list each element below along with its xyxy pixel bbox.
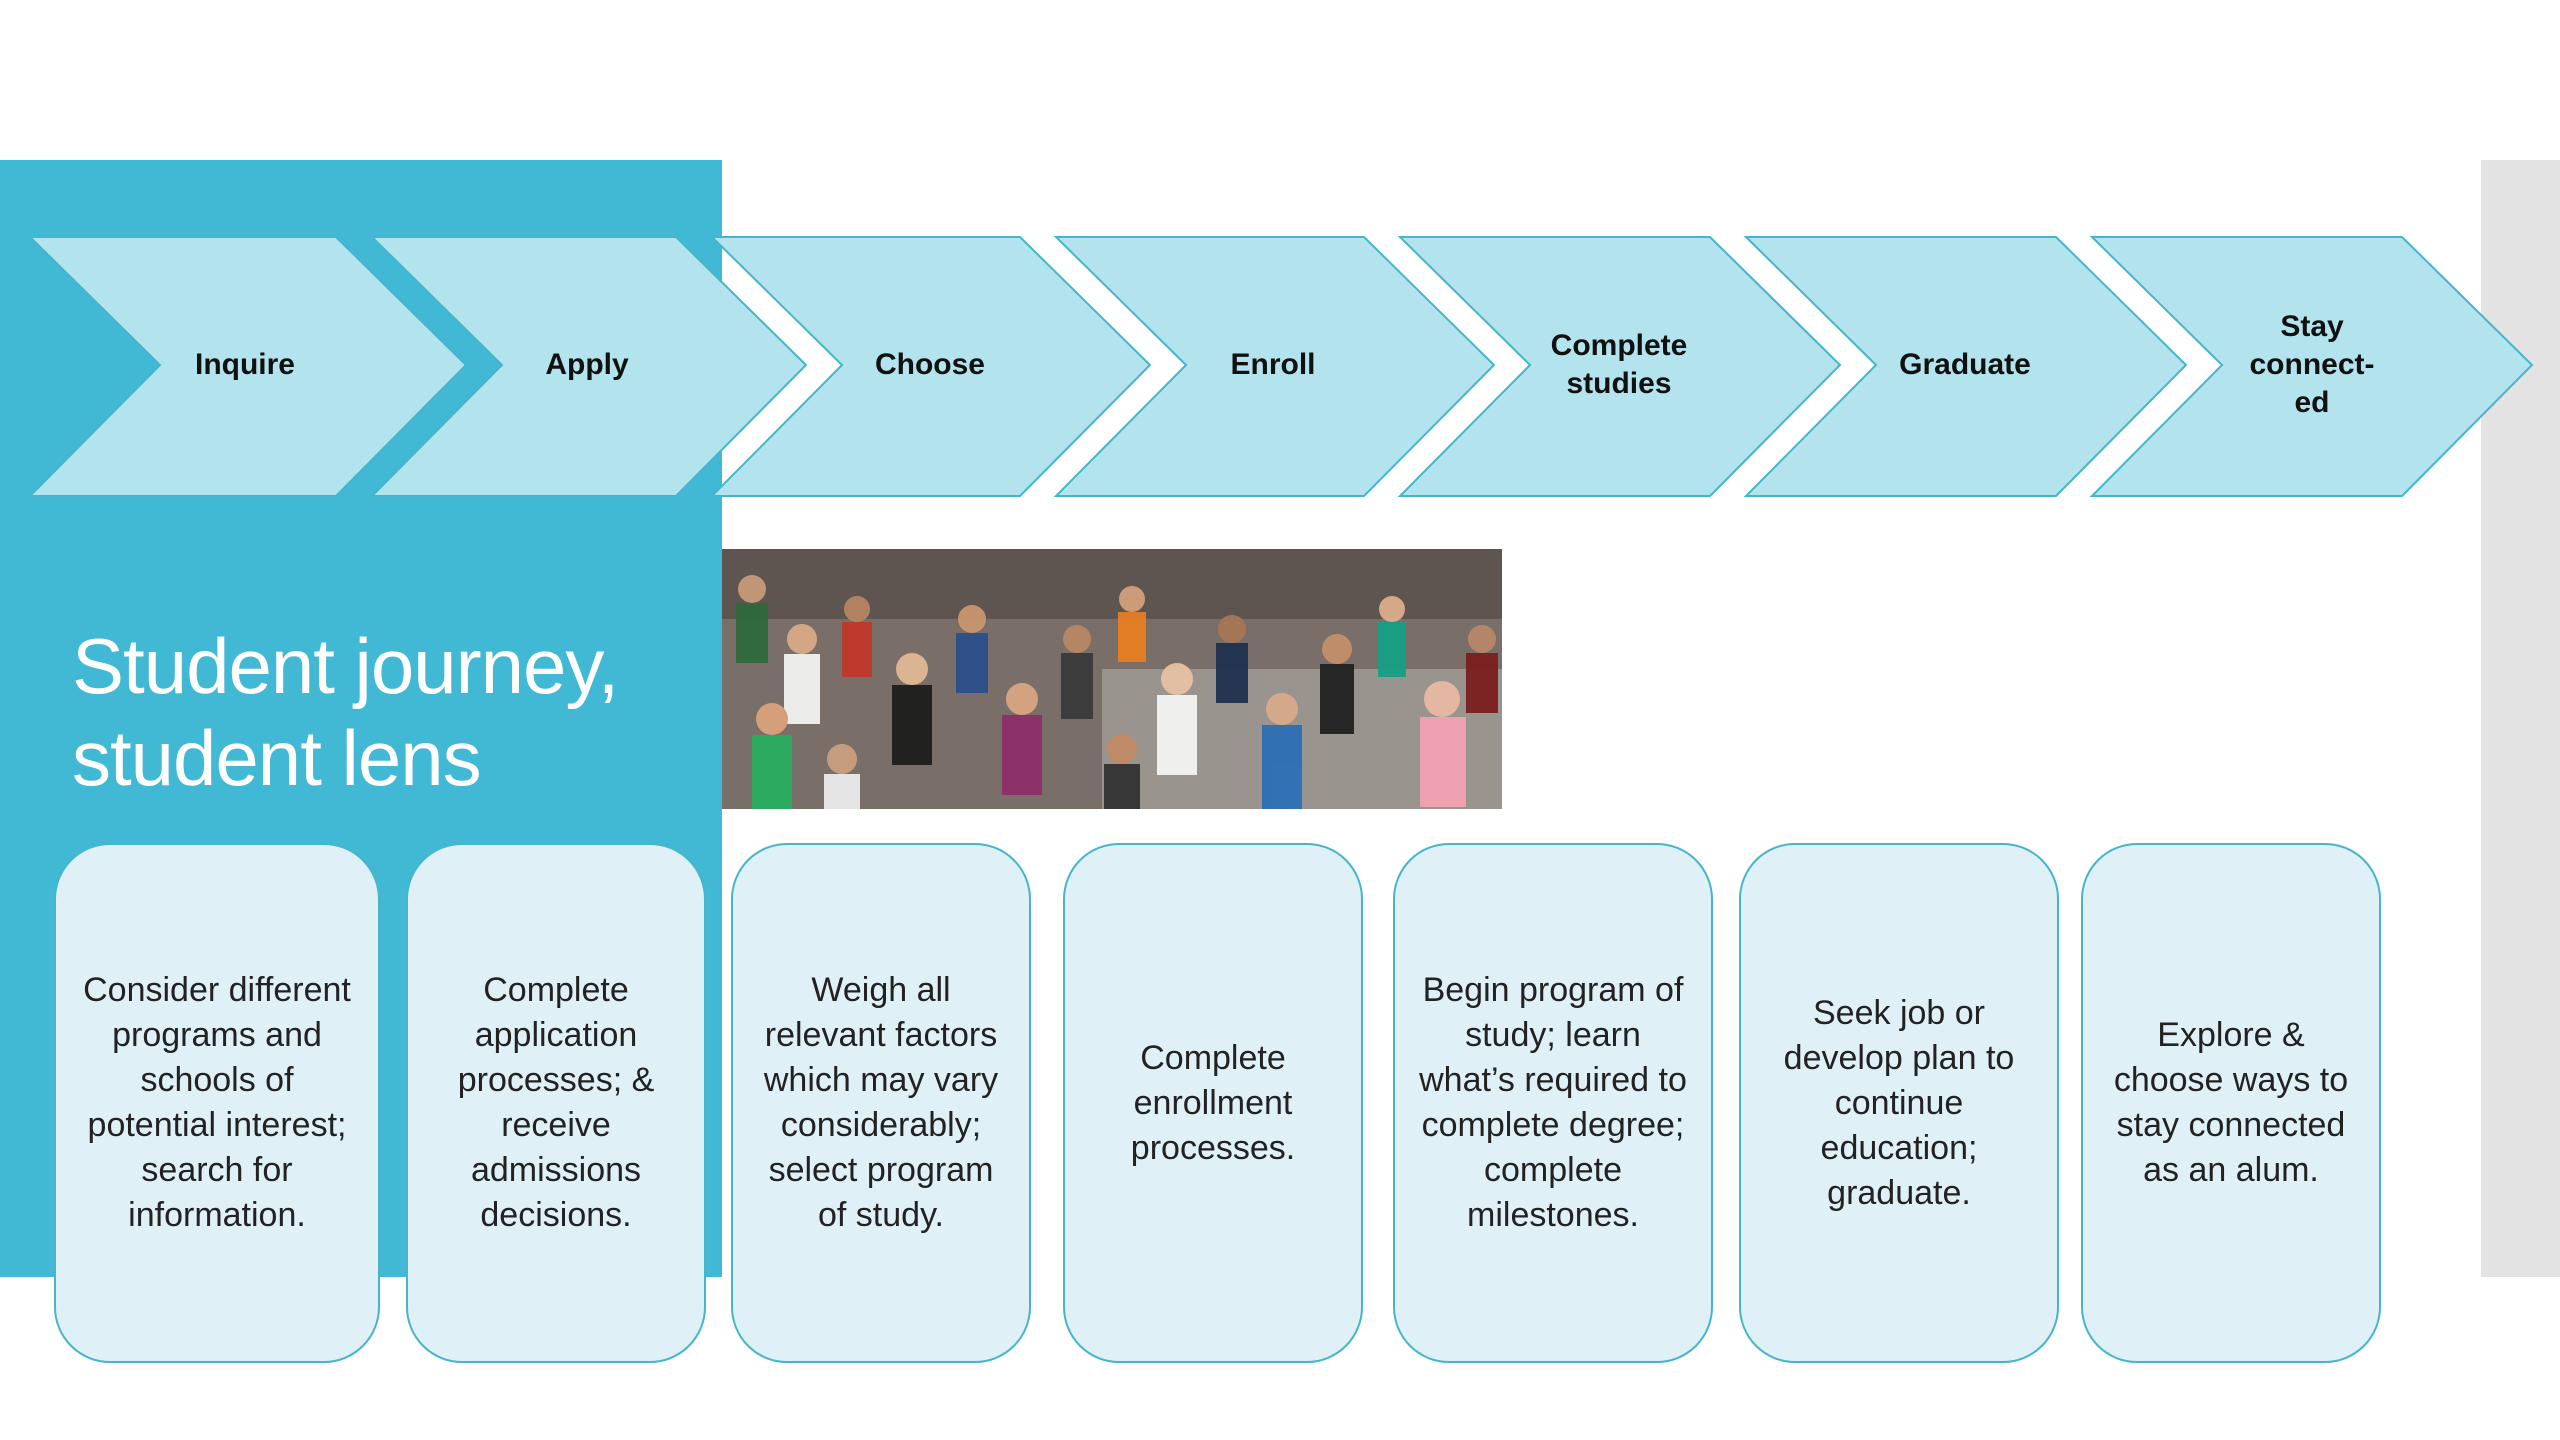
chevron-enroll [1053,236,1496,497]
stage-description: Complete enrollment processes. [1130,1038,1296,1167]
stage-description: Weigh all relevant factors which may var… [763,971,999,1234]
stage-label: Choose [874,348,985,381]
chevron-complete-studies [1397,236,1842,497]
slide-title-line2: student lens [72,714,482,802]
stage-label: Inquire [194,348,295,381]
chevron-choose [709,236,1152,497]
stage-description-card: Explore & choose ways to stay connected … [2081,843,2381,1363]
process-chevrons [27,236,2534,497]
stage-description-card: Complete enrollment processes. [1063,843,1363,1363]
stage-description-card: Seek job or develop plan to continue edu… [1739,843,2059,1363]
stage-description-card: Weigh all relevant factors which may var… [731,843,1031,1363]
stage-description: Consider different programs and schools … [83,971,351,1234]
stage-description: Begin program of study; learn what’s req… [1419,971,1687,1234]
stage-description-card: Consider different programs and schools … [54,843,380,1363]
stage-label: Apply [545,348,629,381]
stage-description: Explore & choose ways to stay connected … [2113,1016,2349,1189]
chevron-apply [369,236,808,497]
stage-description-card: Complete application processes; & receiv… [406,843,706,1363]
slide-title-line1: Student journey, [72,622,619,710]
chevron-inquire [27,236,468,497]
chevron-graduate [1743,236,2188,497]
stage-label: Complete studies [1550,329,1688,400]
stage-label: Stay connect-ed [2249,310,2375,419]
stage-description-card: Begin program of study; learn what’s req… [1393,843,1713,1363]
stage-label: Graduate [1899,348,2031,381]
stage-description: Seek job or develop plan to continue edu… [1783,993,2015,1212]
chevron-stay-connected [2089,236,2534,497]
stage-label: Enroll [1230,348,1316,381]
crowd-photo [722,549,1502,809]
slide-title: Student journey, student lens [72,620,692,804]
stage-description: Complete application processes; & receiv… [457,971,655,1234]
